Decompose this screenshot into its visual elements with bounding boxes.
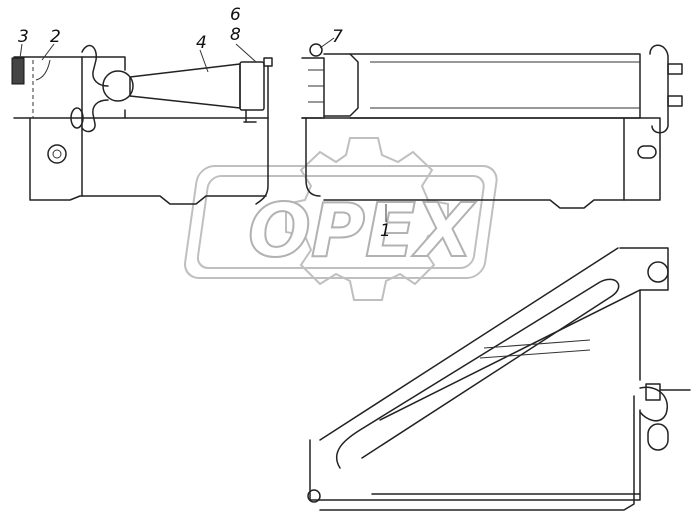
watermark-text: OPEX xyxy=(248,188,477,274)
callout-1: 1 xyxy=(380,221,391,241)
callout-labels: 3 2 4 6 8 7 1 xyxy=(18,5,391,241)
watermark-logo: OPEX xyxy=(184,137,498,301)
lower-bracket-assembly xyxy=(307,247,691,511)
callout-7: 7 xyxy=(332,27,343,47)
callout-6: 6 xyxy=(230,5,241,25)
callout-8: 8 xyxy=(230,25,241,45)
upper-left-assembly xyxy=(11,44,273,205)
upper-right-assembly xyxy=(301,43,683,209)
callout-3: 3 xyxy=(18,27,29,47)
watermark-banner xyxy=(184,165,498,279)
callout-2: 2 xyxy=(50,27,61,47)
callout-4: 4 xyxy=(196,33,207,53)
